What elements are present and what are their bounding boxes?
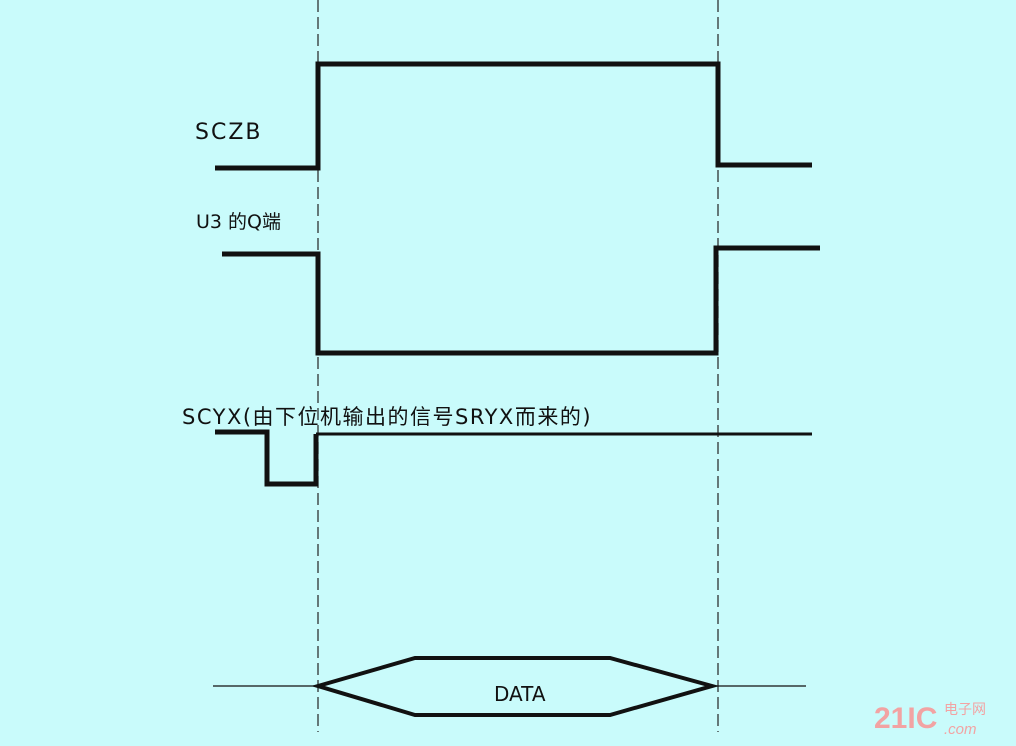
watermark-logo-domain: .com [944, 721, 977, 738]
data-label: DATA [494, 682, 546, 706]
u3-q-label: U3 的Q端 [196, 211, 281, 233]
sczb-label: SCZB [195, 120, 263, 145]
sczb-waveform [215, 61, 812, 171]
watermark-logo-main: 21IC [874, 702, 938, 735]
watermark-logo-cn: 电子网 [944, 701, 986, 717]
data-bus-valid-window [310, 656, 720, 717]
u3-q-waveform [222, 245, 820, 356]
scyx-label: SCYX(由下位机输出的信号SRYX而来的) [182, 405, 593, 429]
scyx-waveform-pulse [215, 429, 319, 487]
